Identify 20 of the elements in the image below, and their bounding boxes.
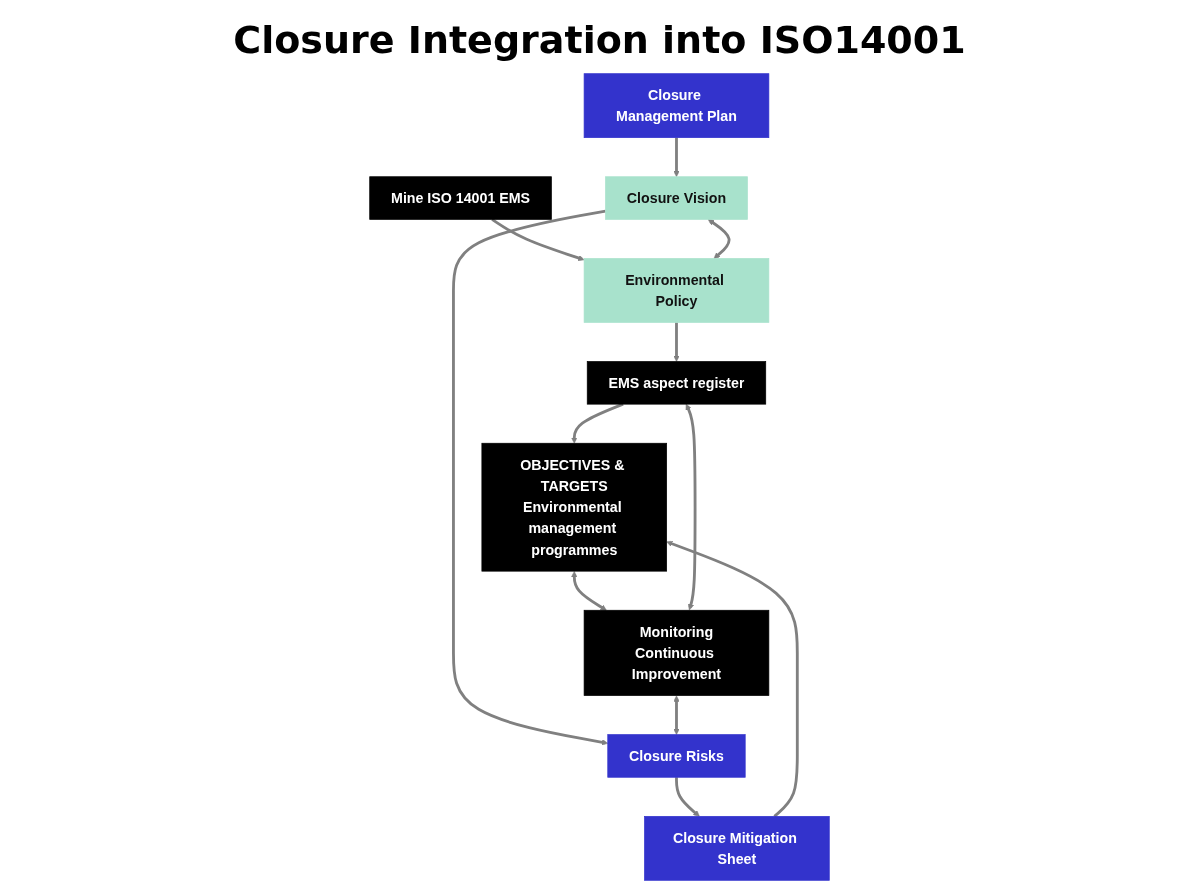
arrow	[673, 137, 680, 177]
arrow	[673, 322, 680, 362]
node-box: OBJECTIVES & TARGETS Environmental management programmes	[481, 442, 667, 572]
arrow	[491, 218, 585, 262]
arrow	[666, 540, 799, 818]
arrow	[685, 403, 697, 611]
node-box: EMS aspect register	[586, 361, 767, 405]
diagram-title: Closure Integration into ISO14001	[233, 18, 966, 62]
node-box: Closure Vision	[605, 176, 748, 220]
node-box: Closure Risks	[607, 734, 746, 778]
arrow	[675, 777, 700, 817]
arrow	[707, 219, 731, 259]
node-box: Mine ISO 14001 EMS	[369, 176, 552, 220]
node-box: Closure Mitigation Sheet	[644, 816, 830, 881]
node-box: Closure Management Plan	[583, 73, 770, 138]
arrow	[452, 209, 609, 746]
arrow	[571, 571, 607, 611]
node-box: Environmental Policy	[583, 258, 770, 323]
node-box: Monitoring Continuous Improvement	[583, 609, 770, 696]
arrow	[673, 695, 680, 735]
